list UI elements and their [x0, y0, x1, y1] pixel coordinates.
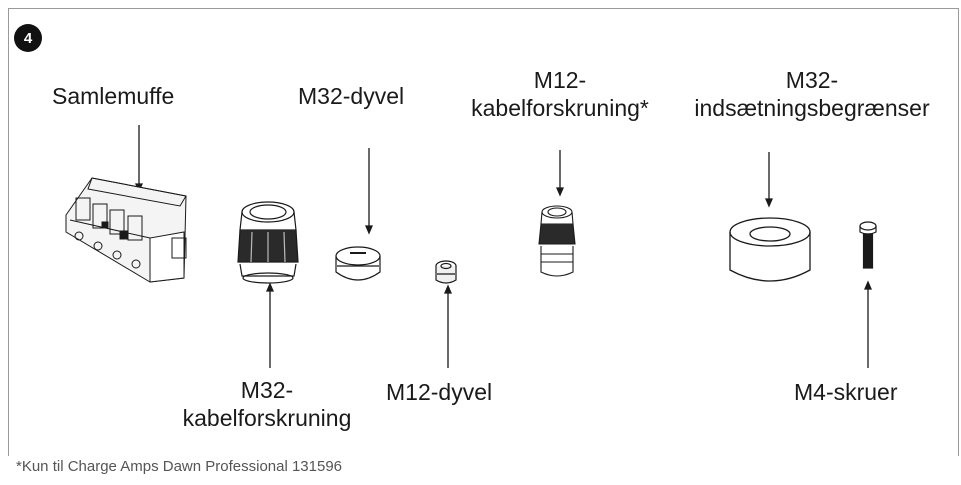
- step-badge: 4: [14, 24, 42, 52]
- label-m32-limiter-line1: M32-: [785, 67, 839, 93]
- leader-m12-plug: [444, 284, 452, 368]
- label-hub: Samlemuffe: [52, 83, 175, 109]
- leader-m32-limiter: [765, 152, 773, 208]
- label-m12-gland-line1: M12-: [533, 67, 587, 93]
- label-m12-gland-line2: kabelforskruning*: [471, 95, 649, 121]
- m32-plug-drawing: [335, 246, 381, 281]
- leader-hub: [135, 125, 143, 193]
- label-m32-limiter: M32- indsætningsbegrænser: [670, 66, 954, 122]
- m32-limiter-drawing: [729, 217, 811, 282]
- label-m32-gland-line2: kabelforskruning: [182, 405, 352, 431]
- label-m32-limiter-line2: indsætningsbegrænser: [694, 95, 930, 121]
- leader-m12-gland: [556, 150, 564, 197]
- label-m12-plug: M12-dyvel: [386, 379, 493, 405]
- m12-plug-drawing: [435, 260, 457, 284]
- leader-m32-plug: [365, 148, 373, 235]
- label-m12-gland: M12- kabelforskruning*: [455, 66, 665, 122]
- leader-m32-gland: [266, 282, 274, 368]
- m4-screw-drawing: [859, 221, 877, 269]
- label-m32-gland: M32- kabelforskruning: [162, 376, 372, 432]
- footnote: *Kun til Charge Amps Dawn Professional 1…: [16, 458, 343, 475]
- m12-gland-drawing: [538, 205, 576, 277]
- hub-drawing: [65, 177, 187, 283]
- leader-m4-screws: [864, 280, 872, 368]
- m32-gland-drawing: [237, 201, 299, 284]
- label-m4-screws: M4-skruer: [794, 379, 898, 405]
- diagram-frame: [8, 8, 959, 456]
- label-m32-plug: M32-dyvel: [298, 83, 405, 109]
- label-m32-gland-line1: M32-: [240, 377, 294, 403]
